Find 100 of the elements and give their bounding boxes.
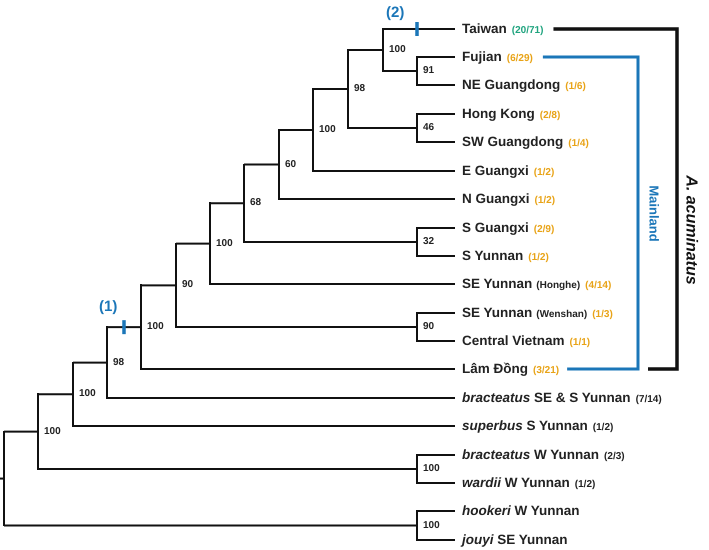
taxon-name: SW Guangdong [462, 134, 564, 149]
support-value: 32 [423, 236, 434, 248]
support-value: 100 [423, 520, 440, 532]
taxon-name: Hong Kong [462, 106, 535, 121]
sample-count: (1/2) [534, 167, 554, 178]
taxon-name: NE Guangdong [462, 77, 560, 92]
taxon-name: bracteatus W Yunnan [462, 447, 600, 462]
clade-marker: (2) [386, 4, 404, 20]
tree-branch [4, 524, 417, 526]
sample-count: (2/9) [534, 224, 554, 235]
support-value: 100 [423, 463, 440, 475]
sample-count: (1/6) [565, 81, 586, 92]
tree-branch [141, 368, 455, 370]
tree-branch [176, 326, 417, 328]
taxon-name: E Guangxi [462, 163, 529, 178]
clade-marker: (1) [99, 298, 118, 314]
tree-branch [244, 164, 279, 166]
clade-node [416, 510, 442, 541]
taxon-name: Lâm Đồng [462, 361, 528, 376]
tree-branch [417, 255, 455, 257]
tree-branch [417, 141, 455, 143]
support-value: 68 [250, 197, 262, 210]
tree-branch [141, 284, 176, 286]
clade-node [382, 28, 408, 72]
support-value: 90 [423, 321, 434, 333]
taxon-name: superbus S Yunnan [462, 418, 588, 433]
tree-branch [38, 393, 73, 396]
taxon-name: jouyi SE Yunnan [462, 532, 568, 547]
tree-branch [417, 312, 455, 314]
clade-node [72, 362, 98, 427]
clade-node [312, 88, 338, 172]
taxon-name: wardii W Yunnan [462, 475, 570, 490]
tree-branch [279, 198, 455, 200]
clade-node [209, 202, 235, 285]
sample-count: (1/2) [534, 195, 556, 206]
group-label: Mainland [646, 184, 662, 242]
sample-count: (7/14) [636, 394, 662, 405]
tree-branch [417, 113, 455, 115]
sample-count: (1/4) [568, 138, 589, 149]
tree-branch [417, 56, 455, 58]
tree-branch [107, 326, 141, 328]
sample-count: (1/3) [592, 309, 613, 320]
taxon-name: SE Yunnan [462, 276, 532, 291]
taxon-name: bracteatus SE & S Yunnan [462, 390, 631, 405]
tree-branch [210, 202, 244, 204]
support-value: 90 [182, 279, 194, 292]
tree-branch [417, 227, 455, 229]
sample-count: (2/3) [604, 451, 625, 462]
tree-branch [244, 241, 417, 243]
tree-branch [107, 397, 455, 399]
tree-branch [383, 28, 455, 30]
taxon-name: Taiwan [462, 21, 507, 36]
tree-branch [417, 340, 455, 342]
tree-branch [417, 539, 455, 541]
taxon-name: S Guangxi [462, 220, 529, 235]
species-label: A. acuminatus [681, 175, 700, 285]
tree-branch [313, 88, 348, 90]
support-value: 46 [423, 122, 434, 134]
support-value: 60 [285, 158, 296, 170]
support-value: 100 [319, 124, 336, 136]
taxon-name: hookeri W Yunnan [462, 503, 580, 518]
clade-node [37, 393, 63, 470]
tree-branch [417, 84, 455, 86]
support-value: 98 [354, 83, 366, 95]
tree-branch [417, 454, 455, 456]
tree-branch [176, 242, 210, 245]
support-value: 100 [79, 388, 96, 400]
tree-branch [279, 129, 313, 131]
support-value: 91 [423, 65, 434, 77]
taxon-name: SE Yunnan [462, 305, 532, 320]
tree-branch [348, 49, 383, 51]
clade-node [416, 454, 442, 484]
support-value: 100 [389, 44, 406, 56]
tree-branch [383, 70, 417, 72]
sample-count: (1/2) [574, 479, 596, 490]
sample-count: (4/14) [585, 280, 612, 291]
tree-branch [38, 468, 417, 470]
sample-count: (2/8) [540, 110, 560, 121]
tree-branch [73, 425, 455, 427]
sample-count: (20/71) [512, 25, 544, 36]
tree-branch [4, 430, 38, 433]
tree-branch [417, 482, 455, 484]
support-value: 100 [44, 426, 61, 438]
locality-note: (Honghe) [536, 280, 580, 291]
support-value: 98 [113, 356, 124, 369]
taxon-name: S Yunnan [462, 248, 524, 263]
sample-count: (6/29) [506, 53, 533, 64]
locality-note: (Wenshan) [536, 309, 588, 320]
taxon-name: Fujian [462, 49, 502, 64]
taxon-name: Central Vietnam [462, 333, 565, 348]
taxon-name: N Guangxi [462, 191, 530, 206]
sample-count: (1/2) [592, 422, 614, 433]
sample-count: (1/2) [528, 252, 549, 263]
sample-count: (3/21) [533, 365, 560, 376]
sample-count: (1/1) [570, 337, 590, 348]
support-value: 100 [216, 238, 233, 250]
tree-branch [313, 170, 455, 172]
tree-branch [73, 362, 107, 364]
clade-node [140, 284, 166, 370]
support-value: 100 [147, 321, 164, 334]
